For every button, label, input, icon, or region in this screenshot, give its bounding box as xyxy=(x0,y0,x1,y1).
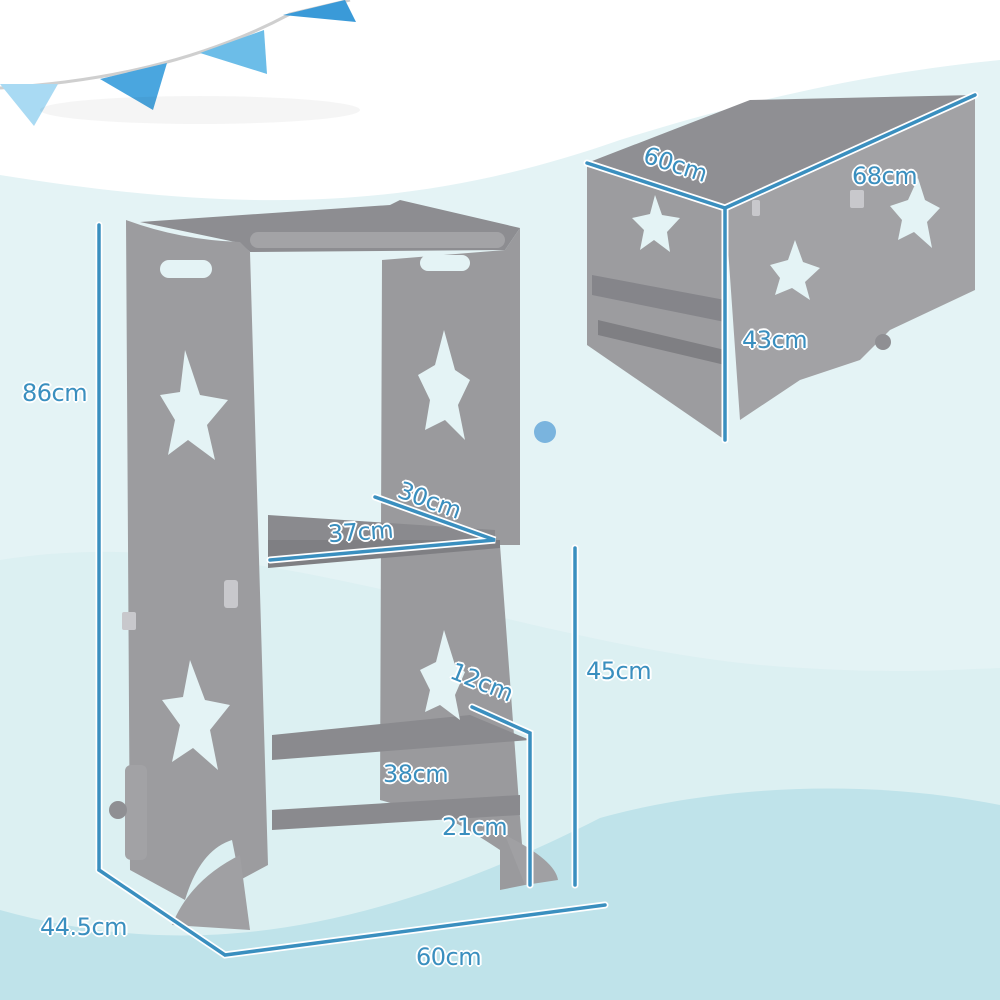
folded-length-label: 68cm xyxy=(852,162,918,190)
depth-label: 44.5cm xyxy=(40,913,128,941)
decorative-dot xyxy=(534,421,556,443)
platform-height-label: 45cm xyxy=(586,657,652,685)
step-height-label: 21cm xyxy=(442,813,508,841)
folded-height-label: 43cm xyxy=(742,326,808,354)
platform-width-label: 37cm xyxy=(327,515,395,549)
width-label: 60cm xyxy=(416,943,482,971)
step-width-label: 38cm xyxy=(383,760,449,788)
bunting-flags-icon xyxy=(0,0,360,126)
total-height-label: 86cm xyxy=(22,379,88,407)
